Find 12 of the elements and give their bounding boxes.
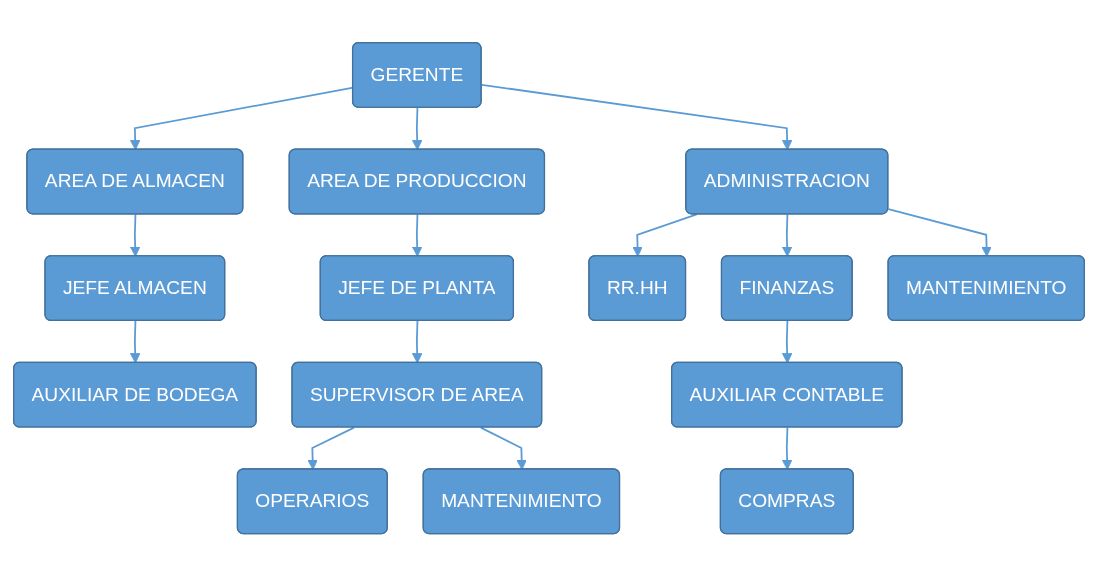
arrow [781, 213, 793, 257]
arrow [781, 320, 793, 364]
arrow [479, 426, 527, 470]
arrow [887, 208, 992, 257]
arrow [411, 106, 423, 151]
arrow [411, 320, 423, 364]
arrow [632, 213, 698, 257]
arrow [129, 213, 141, 257]
arrow [781, 426, 793, 470]
arrow [129, 320, 141, 364]
arrow [411, 213, 423, 257]
arrow [307, 426, 355, 470]
